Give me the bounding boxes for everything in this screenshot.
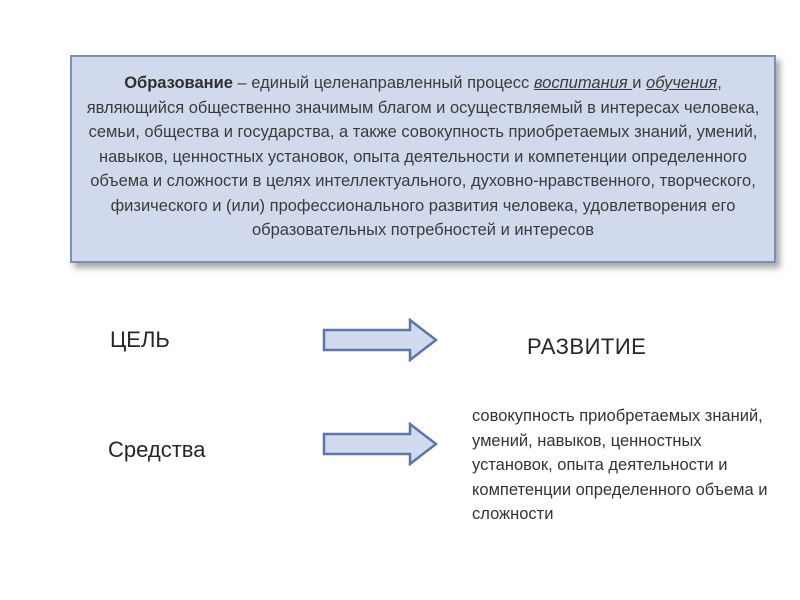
definition-text-3: , являющийся общественно значимым благом… — [86, 74, 760, 239]
goal-label: ЦЕЛЬ — [110, 327, 170, 352]
means-arrow-icon — [322, 422, 439, 466]
link-upbringing[interactable]: воспитания — [533, 74, 633, 92]
definition-text-1: – единый целенаправленный процесс — [232, 74, 534, 92]
definition-text-2: и — [632, 74, 647, 92]
definition-box: Образование – единый целенаправленный пр… — [70, 55, 776, 263]
means-label: Средства — [108, 437, 206, 462]
goal-arrow-icon — [322, 318, 439, 362]
goal-result-label: РАЗВИТИЕ — [527, 334, 647, 359]
definition-term: Образование — [124, 74, 233, 92]
link-learning[interactable]: обучения — [646, 74, 718, 92]
means-result-text: совокупность приобретаемых знаний, умени… — [472, 407, 768, 523]
